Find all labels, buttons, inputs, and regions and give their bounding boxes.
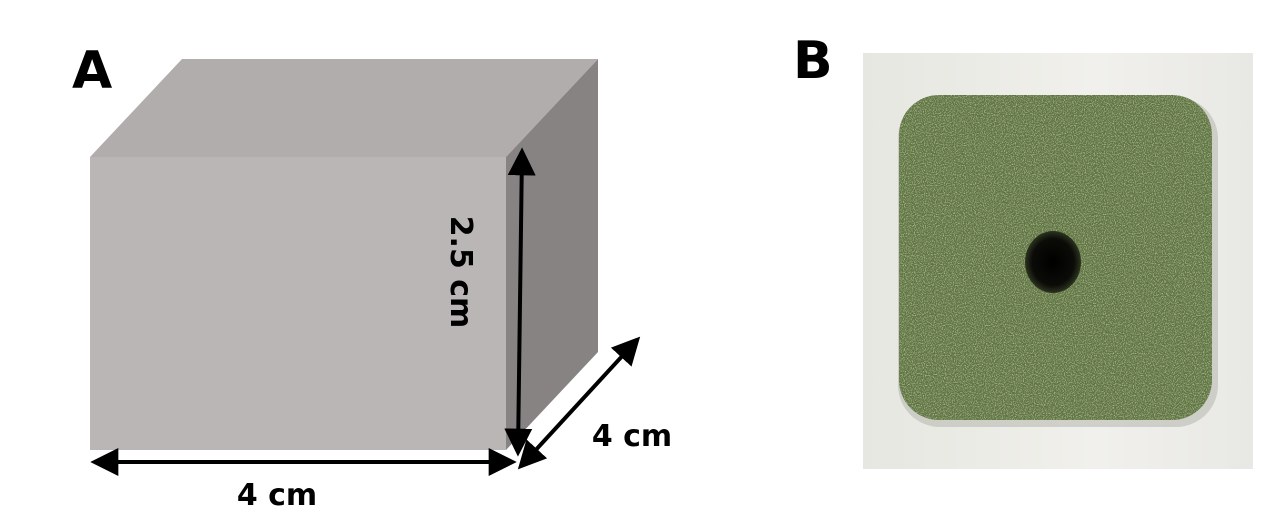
sample-photo: [863, 53, 1253, 469]
sample-hole: [1025, 231, 1081, 293]
height-label: 2.5 cm: [443, 216, 478, 329]
panel-a-label: A: [72, 41, 112, 101]
depth-label: 4 cm: [592, 419, 672, 454]
cuboid-front-face: [90, 157, 506, 450]
depth-arrow: [517, 336, 641, 470]
width-label: 4 cm: [237, 478, 317, 513]
cuboid-top-face: [90, 59, 598, 157]
panel-b-label: B: [793, 31, 833, 91]
panel-b: B: [793, 31, 1253, 469]
panel-a: A 4 cm 2.5 cm 4 cm: [72, 41, 672, 513]
